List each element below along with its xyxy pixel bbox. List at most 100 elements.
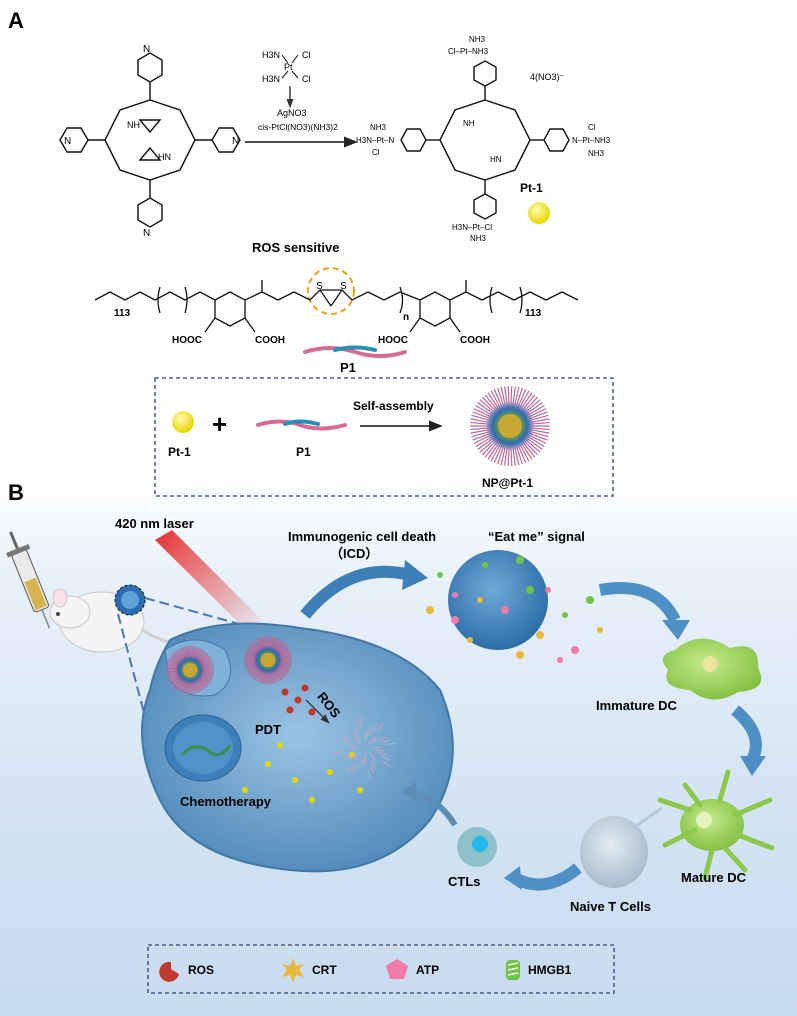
- t-dc-contact: [635, 806, 663, 828]
- pt1-label: Pt-1: [520, 181, 543, 195]
- pt1-sphere-icon: [528, 202, 550, 224]
- pt1-counterion: 4(NO3)⁻: [530, 72, 565, 82]
- eat-me-label: “Eat me” signal: [488, 529, 585, 544]
- laser-beam-icon: [155, 530, 262, 632]
- disassembled-nanoparticle-icon: [334, 717, 396, 779]
- self-assembly-box: [154, 377, 614, 497]
- ros-particles: [281, 684, 316, 716]
- pt1-left-pt: H3N–Pt–N: [356, 136, 394, 145]
- polymer-subscript-right: 113: [525, 308, 542, 319]
- laser-label: 420 nm laser: [115, 516, 194, 531]
- pt1-bottom-ptcl: H3N–Pt–Cl: [452, 223, 492, 232]
- arrow-to-immature-dc-head: [662, 620, 690, 640]
- porphyrin-nh: NH: [127, 120, 140, 130]
- assembly-p1-icon: [256, 419, 347, 431]
- mature-dc-label: Mature DC: [681, 870, 747, 885]
- icd-arrow-head: [402, 560, 428, 590]
- polymer-cooh-4: COOH: [460, 335, 490, 346]
- naive-t-label: Naive T Cells: [570, 899, 651, 914]
- pyridine-n-right: N: [232, 136, 239, 147]
- porphyrin-hn: HN: [158, 152, 171, 162]
- syringe-icon: [6, 531, 51, 629]
- zoom-line-bottom: [117, 613, 149, 729]
- assembly-pt1-icon: [172, 411, 194, 433]
- svg-text:Pt: Pt: [284, 62, 293, 72]
- arrow-to-immature-dc: [598, 582, 681, 623]
- pt1-right-cl: Cl: [588, 123, 596, 132]
- nanoparticle-membrane-icon: [244, 635, 292, 685]
- dna-strand-icon: [180, 744, 232, 757]
- svg-text:H3N: H3N: [262, 50, 280, 60]
- polymer-subscript-left: 113: [114, 308, 131, 319]
- svg-text:H3N: H3N: [262, 74, 280, 84]
- porphyrin-reactant: [59, 52, 241, 228]
- arrow-to-mature-dc-head: [740, 756, 766, 776]
- icd-label-line2: （ICD）: [330, 546, 378, 561]
- arrow-to-tumor-head: [400, 782, 418, 802]
- chemotherapy-label: Chemotherapy: [180, 794, 272, 809]
- ctls-label: CTLs: [448, 874, 481, 889]
- mouse-icon: [49, 584, 191, 653]
- pt1-right-pt: N–Pt–NH3: [572, 136, 611, 145]
- pt1-left-nh3: NH3: [370, 123, 387, 132]
- svg-text:Cl: Cl: [302, 50, 311, 60]
- arrow-to-ctls: [512, 863, 582, 891]
- legend-hmgb1-icon: [506, 960, 520, 980]
- naive-t-cell: [580, 816, 648, 888]
- polymer-repeat-n: n: [403, 312, 409, 323]
- panel-a: [0, 0, 797, 480]
- polymer-cooh-2: COOH: [255, 335, 285, 346]
- legend-atp-label: ATP: [416, 963, 439, 977]
- assembly-p1-label: P1: [296, 445, 311, 459]
- svg-text:Cl: Cl: [302, 74, 311, 84]
- reagent-cisplatin: H3N Cl Pt H3N Cl: [262, 50, 311, 84]
- legend-ros-icon: [159, 961, 179, 982]
- panel-b-label: B: [8, 480, 24, 505]
- pyridine-n-bottom: N: [143, 228, 150, 239]
- pt1-right-nh3: NH3: [588, 149, 605, 158]
- polymer-label: P1: [340, 360, 356, 375]
- dying-cell: [448, 550, 548, 650]
- ros-sensitive-label: ROS sensitive: [252, 240, 339, 255]
- immature-dc-nucleus: [702, 656, 718, 672]
- assembly-pt1-label: Pt-1: [168, 445, 191, 459]
- legend-crt-icon: [282, 958, 304, 983]
- ctl-nucleus: [472, 836, 488, 852]
- polymer-cooh-1: HOOC: [172, 335, 202, 346]
- reagent-name: cis-PtCl(NO3)(NH3)2: [258, 122, 338, 132]
- arrow-to-mature-dc: [731, 705, 762, 763]
- legend-crt-label: CRT: [312, 963, 337, 977]
- pyridine-n-top: N: [143, 44, 150, 55]
- polymer-chain-core-icon: [333, 345, 377, 352]
- arrow-to-ctls-head: [504, 866, 522, 890]
- assembly-product-label: NP@Pt-1: [482, 476, 533, 490]
- pt1-hn: HN: [490, 155, 502, 164]
- pt1-left-cl: Cl: [372, 148, 380, 157]
- assembly-arrow-label: Self-assembly: [353, 399, 434, 413]
- pt-drug-particles: [242, 742, 363, 803]
- polymer-sulfur-2: S: [340, 281, 347, 292]
- icd-arrow: [300, 565, 412, 619]
- reagent-agno3: AgNO3: [277, 108, 307, 118]
- pt1-top-ptcl: Cl–Pt–NH3: [448, 47, 489, 56]
- assembly-plus: +: [212, 409, 227, 439]
- immature-dc-label: Immature DC: [596, 698, 678, 713]
- mature-dc: [657, 769, 775, 881]
- icd-label-line1: Immunogenic cell death: [288, 529, 436, 544]
- polymer-sulfur-1: S: [316, 281, 323, 292]
- polymer-cooh-3: HOOC: [378, 335, 408, 346]
- legend-hmgb1-label: HMGB1: [528, 963, 572, 977]
- panel-a-label: A: [8, 8, 24, 33]
- pt1-product: [400, 60, 570, 220]
- pt1-top-nh3: NH3: [469, 35, 486, 44]
- legend-box: [147, 944, 615, 994]
- pdt-label: PDT: [255, 722, 281, 737]
- nanoparticle-endocytosed-icon: [166, 645, 214, 695]
- damp-signals: [426, 556, 603, 663]
- legend-atp-icon: [386, 959, 408, 979]
- pt1-nh: NH: [463, 119, 475, 128]
- ros-arrow: [305, 699, 330, 724]
- pyridine-n-left: N: [64, 136, 71, 147]
